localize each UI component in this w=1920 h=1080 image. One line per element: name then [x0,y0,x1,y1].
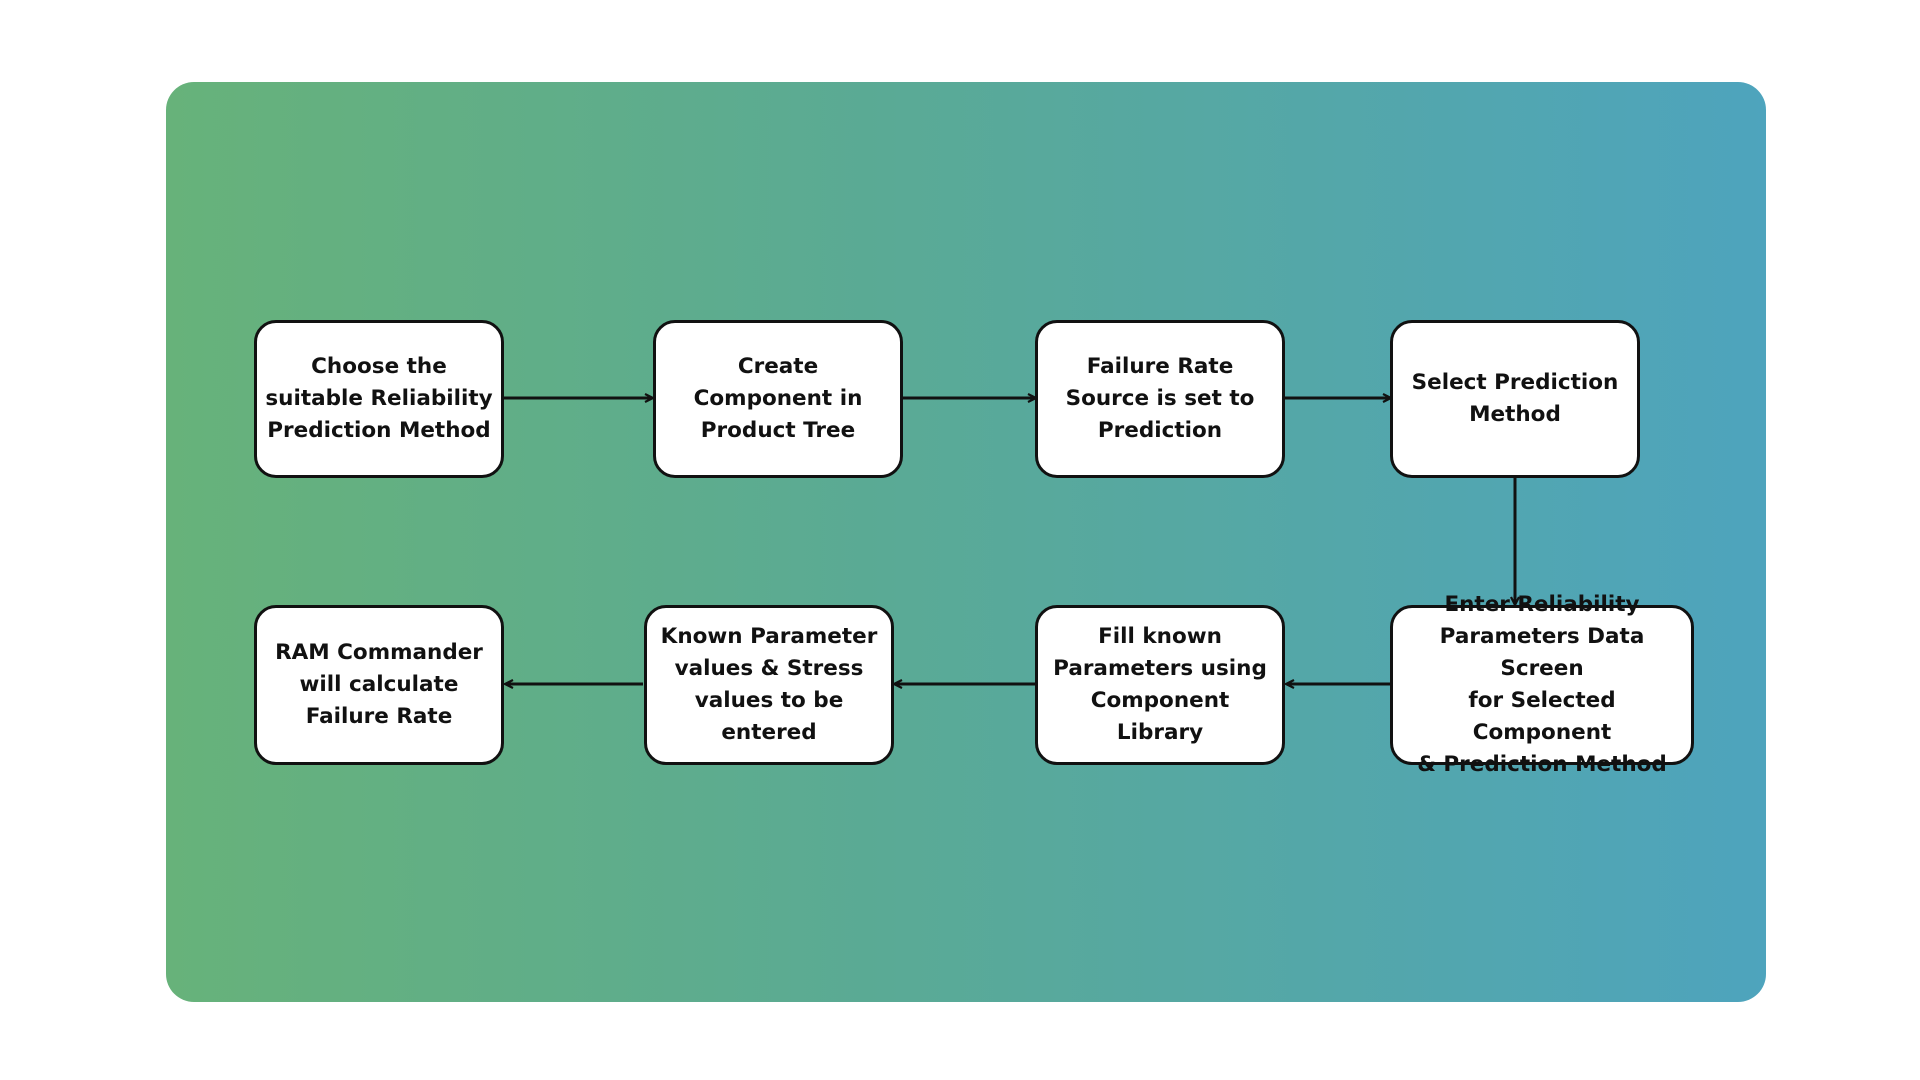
step-enter-reliability-parameters: Enter Reliability Parameters Data Screen… [1390,592,1694,777]
step-label: Choose the suitable Reliability Predicti… [265,354,493,443]
step-choose-prediction-method: Choose the suitable Reliability Predicti… [254,320,504,478]
step-select-prediction-method: Select Prediction Method [1390,320,1640,478]
step-label: Fill known Parameters using Component Li… [1053,624,1267,745]
step-label: RAM Commander will calculate Failure Rat… [275,640,483,729]
step-label: Create Component in Product Tree [693,354,863,443]
step-failure-rate-source: Failure Rate Source is set to Prediction [1035,320,1285,478]
step-label: Select Prediction Method [1411,370,1619,427]
gradient-background-panel [166,82,1766,1002]
step-enter-known-values: Known Parameter values & Stress values t… [644,605,894,765]
step-create-component: Create Component in Product Tree [653,320,903,478]
step-label: Enter Reliability Parameters Data Screen… [1417,592,1667,777]
step-label: Failure Rate Source is set to Prediction [1065,354,1255,443]
step-label: Known Parameter values & Stress values t… [660,624,878,745]
step-fill-known-parameters: Fill known Parameters using Component Li… [1035,605,1285,765]
step-calculate-failure-rate: RAM Commander will calculate Failure Rat… [254,605,504,765]
